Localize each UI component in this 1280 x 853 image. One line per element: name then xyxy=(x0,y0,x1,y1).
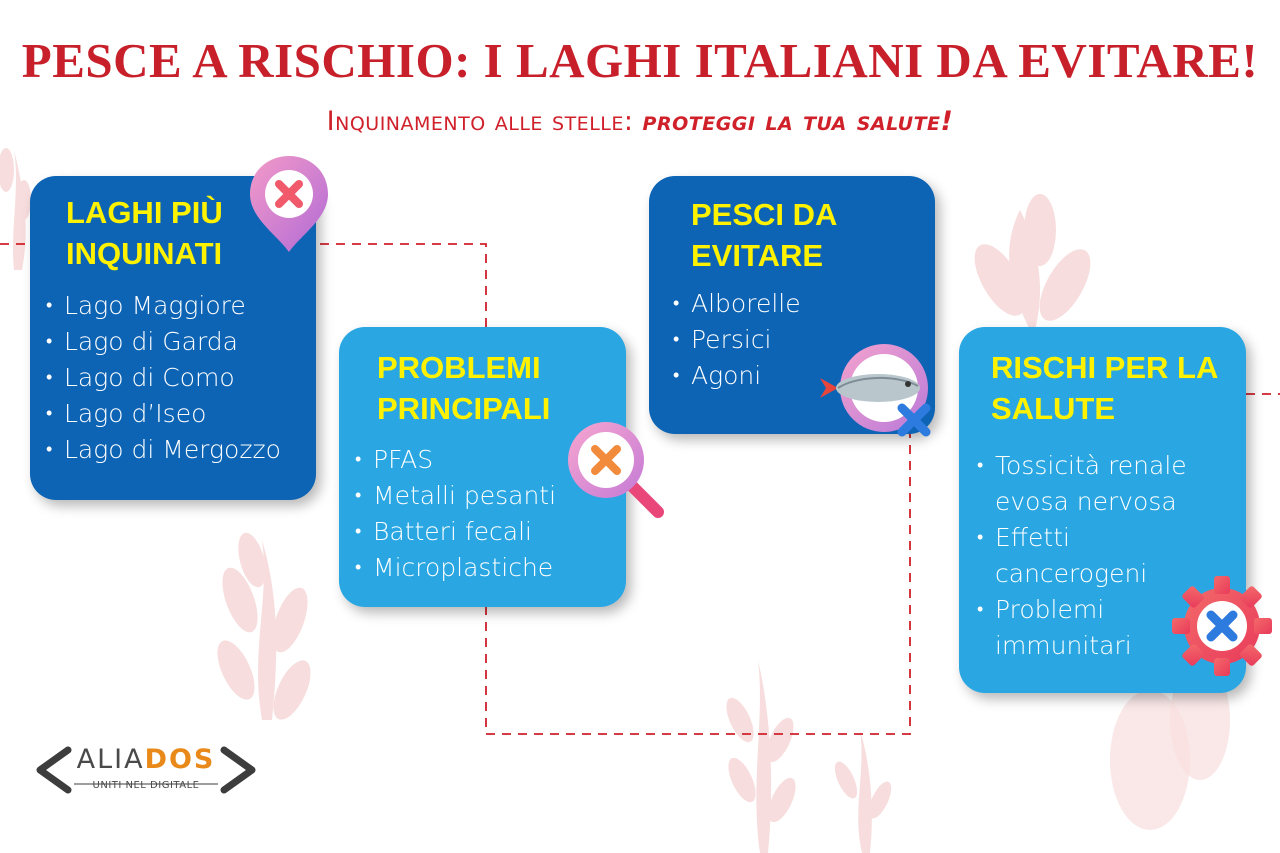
location-pin-x-icon xyxy=(250,156,328,252)
fish-x-icon xyxy=(820,344,931,437)
risks-list: Tossicità renale evosa nervosa Effetti c… xyxy=(977,448,1217,664)
card-fish-to-avoid: PESCI DA EVITARE Alborelle Persici Agoni xyxy=(649,176,935,434)
page-subtitle: Inquinamento alle stelle: proteggi la tu… xyxy=(0,106,1280,137)
list-item: Persici xyxy=(673,322,801,358)
list-item: Lago di Garda xyxy=(46,324,281,360)
aliados-logo: ALIADOS UNITI NEL DIGITALE xyxy=(34,742,258,800)
subtitle-text: Inquinamento alle stelle: xyxy=(326,106,643,137)
list-item: Lago Maggiore xyxy=(46,288,281,324)
list-item: PFAS xyxy=(355,442,556,478)
card-polluted-lakes: LAGHI PIÙ INQUINATI Lago Maggiore Lago d… xyxy=(30,176,316,500)
logo-name-main: ALIA xyxy=(76,744,145,775)
logo-name-accent: DOS xyxy=(144,744,216,775)
list-item: Metalli pesanti xyxy=(355,478,556,514)
fish-list: Alborelle Persici Agoni xyxy=(673,286,801,394)
list-item: Lago di Como xyxy=(46,360,281,396)
card-title: PESCI DA EVITARE xyxy=(691,197,837,273)
logo-brackets xyxy=(36,746,256,794)
card-title: LAGHI PIÙ INQUINATI xyxy=(66,195,223,271)
problems-list: PFAS Metalli pesanti Batteri fecali Micr… xyxy=(355,442,556,586)
gear-x-icon xyxy=(1172,576,1272,676)
page-title: PESCE A RISCHIO: I LAGHI ITALIANI DA EVI… xyxy=(21,33,1259,88)
magnifier-x-icon xyxy=(568,422,664,518)
list-item: Lago d’Iseo xyxy=(46,396,281,432)
card-title: PROBLEMI PRINCIPALI xyxy=(377,350,551,426)
list-item: Tossicità renale evosa nervosa xyxy=(977,448,1217,520)
list-item: Lago di Mergozzo xyxy=(46,432,281,468)
list-item: Batteri fecali xyxy=(355,514,556,550)
logo-name: ALIADOS xyxy=(34,744,258,775)
card-main-problems: PROBLEMI PRINCIPALI PFAS Metalli pesanti… xyxy=(339,327,626,607)
card-title: RISCHI PER LA SALUTE xyxy=(991,350,1218,426)
subtitle-emphasis: proteggi la tua salute! xyxy=(642,106,954,137)
list-item: Agoni xyxy=(673,358,801,394)
logo-tagline: UNITI NEL DIGITALE xyxy=(92,780,200,791)
list-item: Microplastiche xyxy=(355,550,556,586)
list-item: Effetti cancerogeni xyxy=(977,520,1217,592)
list-item: Problemi immunitari xyxy=(977,592,1217,664)
list-item: Alborelle xyxy=(673,286,801,322)
lakes-list: Lago Maggiore Lago di Garda Lago di Como… xyxy=(46,288,281,468)
